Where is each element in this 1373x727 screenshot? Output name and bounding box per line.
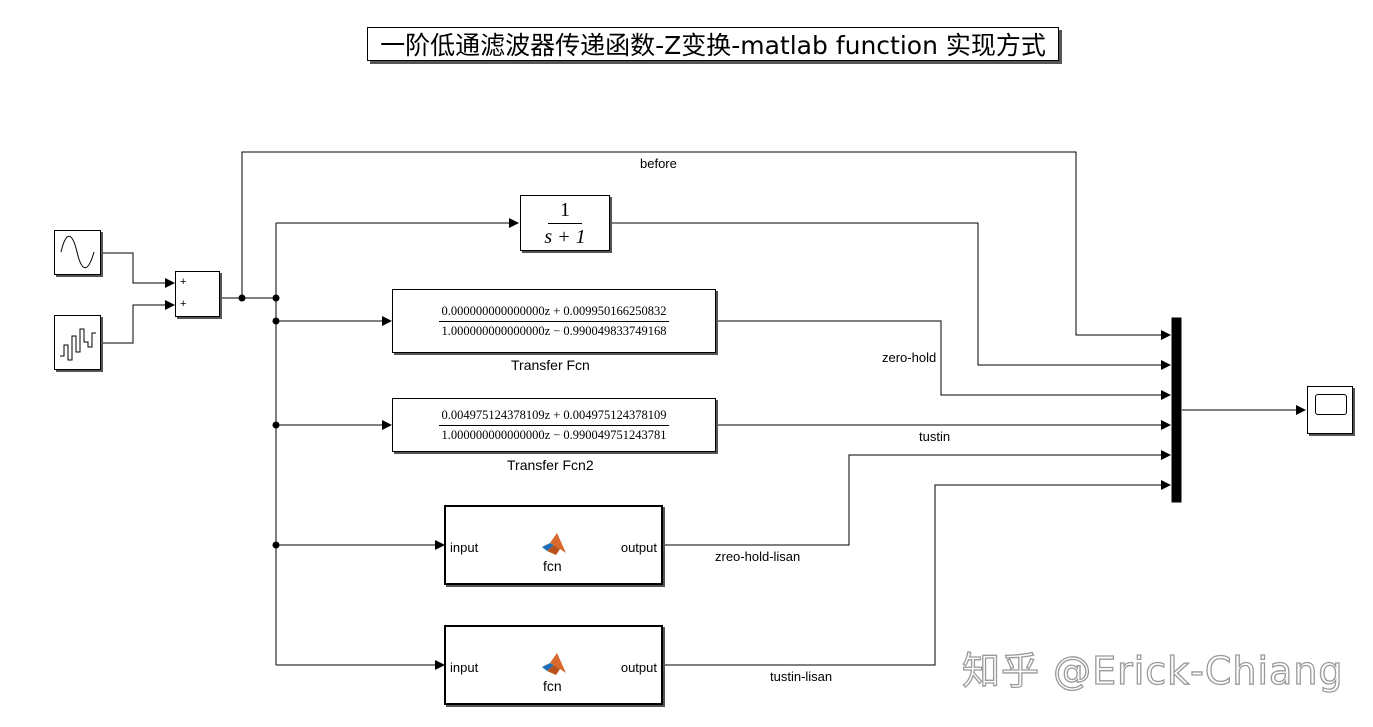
junction-dot — [272, 541, 280, 549]
random-signal-icon — [60, 328, 96, 361]
tf-continuous-numerator: 1 — [548, 199, 582, 224]
watermark: 知乎 @Erick-Chiang — [961, 648, 1344, 693]
junction-dot — [238, 294, 246, 302]
transfer-fcn-continuous[interactable]: 1 s + 1 — [520, 195, 610, 251]
junction-dot — [272, 317, 280, 325]
mux-block — [1171, 317, 1182, 503]
wire-before — [241, 151, 1171, 340]
matlab-logo-icon — [542, 653, 566, 675]
signal-label-zero-hold: zero-hold — [882, 350, 937, 365]
junction-dot — [272, 294, 280, 302]
fcn1-input-port: input — [450, 540, 479, 555]
wire-tf-continuous-out — [610, 222, 1171, 370]
junction-dot — [272, 421, 280, 429]
scope-block[interactable] — [1307, 386, 1353, 434]
wire-zero-hold — [716, 320, 1171, 400]
tf-continuous-denominator: s + 1 — [544, 225, 586, 248]
tf1-denominator: 1.000000000000000z − 0.990049833749168 — [441, 323, 667, 338]
random-number-block[interactable] — [54, 315, 101, 370]
sine-wave-icon — [60, 235, 95, 269]
wire-tustin-lisan — [663, 480, 1171, 666]
matlab-function-block-1[interactable]: input output fcn — [444, 505, 663, 585]
tf2-denominator: 1.000000000000000z − 0.990049751243781 — [441, 427, 667, 442]
sine-wave-block[interactable] — [54, 230, 101, 275]
fcn2-name: fcn — [543, 678, 562, 694]
scope-screen-icon — [1315, 394, 1347, 415]
transfer-fcn2-block[interactable]: 0.004975124378109z + 0.004975124378109 1… — [392, 398, 716, 452]
fcn2-input-port: input — [450, 660, 479, 675]
wire-zreo-hold-lisan — [663, 450, 1171, 546]
wire-random-to-sum — [101, 300, 175, 344]
signal-label-zreo-hold-lisan: zreo-hold-lisan — [715, 549, 801, 564]
wire-sine-to-sum — [101, 252, 175, 288]
tf1-numerator: 0.000000000000000z + 0.009950166250832 — [439, 304, 669, 322]
signal-label-tustin: tustin — [919, 429, 951, 444]
signal-label-before: before — [640, 156, 677, 171]
tf2-numerator: 0.004975124378109z + 0.004975124378109 — [439, 408, 669, 426]
fcn1-name: fcn — [543, 558, 562, 574]
fcn1-output-port: output — [620, 540, 657, 555]
transfer-fcn-block[interactable]: 0.000000000000000z + 0.009950166250832 1… — [392, 289, 716, 353]
fcn2-output-port: output — [620, 660, 657, 675]
transfer-fcn-label: Transfer Fcn — [511, 357, 590, 373]
signal-label-tustin-lisan: tustin-lisan — [770, 669, 833, 684]
matlab-function-block-2[interactable]: input output fcn — [444, 625, 663, 705]
transfer-fcn2-label: Transfer Fcn2 — [507, 457, 594, 473]
sum-sign-1: + — [180, 276, 187, 288]
matlab-logo-icon — [542, 533, 566, 555]
diagram-title: 一阶低通滤波器传递函数-Z变换-matlab function 实现方式 — [367, 27, 1059, 61]
sum-block[interactable]: + + — [175, 271, 220, 317]
sum-sign-2: + — [180, 298, 187, 310]
